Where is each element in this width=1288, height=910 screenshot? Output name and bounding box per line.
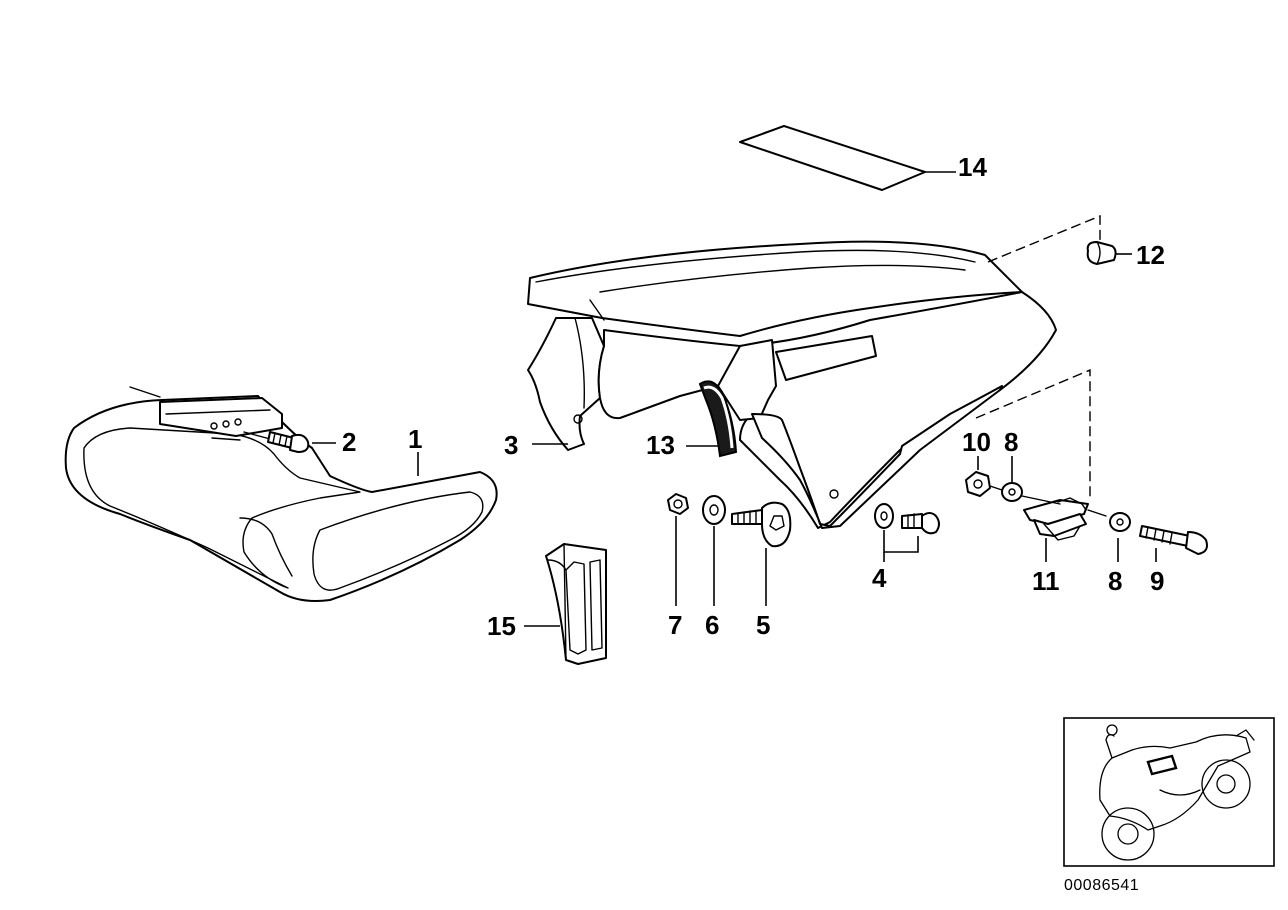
part-7-nut (667, 493, 689, 606)
callout-11: 11 (1032, 566, 1060, 596)
callout-15: 15 (487, 611, 516, 641)
part-3-seat-cowl (527, 240, 1057, 529)
callout-13: 13 (646, 430, 675, 460)
callouts: 1 2 3 4 5 6 7 8 8 9 10 11 12 13 14 15 (342, 152, 1165, 641)
callout-12: 12 (1136, 240, 1165, 270)
part-5-bolt (731, 501, 792, 606)
callout-8b: 8 (1108, 566, 1122, 596)
assembly-lines (975, 214, 1101, 500)
callout-7: 7 (668, 610, 682, 640)
part-2-screw (243, 431, 336, 453)
part-8-washer-upper (989, 482, 1023, 502)
part-8-washer-lower (1109, 512, 1131, 562)
reference-number: 00086541 (1064, 877, 1139, 894)
part-15-rubber-block (524, 543, 607, 665)
callout-14: 14 (958, 152, 987, 182)
callout-10: 10 (962, 427, 991, 457)
motorcycle-locator-inset (1063, 717, 1275, 867)
part-13-rubber-strip (686, 380, 738, 458)
part-4-washer-screw (874, 503, 940, 562)
callout-1: 1 (408, 424, 422, 454)
part-1-passenger-seat (64, 386, 498, 602)
callout-9: 9 (1150, 566, 1164, 596)
callout-8a: 8 (1004, 427, 1018, 457)
callout-4: 4 (872, 563, 887, 593)
part-6-washer (702, 495, 726, 606)
part-10-nut (965, 471, 991, 497)
callout-6: 6 (705, 610, 719, 640)
callout-5: 5 (756, 610, 770, 640)
part-12-cap (1086, 241, 1132, 265)
callout-3: 3 (504, 430, 518, 460)
part-9-screw (1139, 525, 1208, 562)
part-14-pad (739, 125, 956, 191)
callout-2: 2 (342, 427, 356, 457)
part-11-clip (1021, 495, 1107, 541)
